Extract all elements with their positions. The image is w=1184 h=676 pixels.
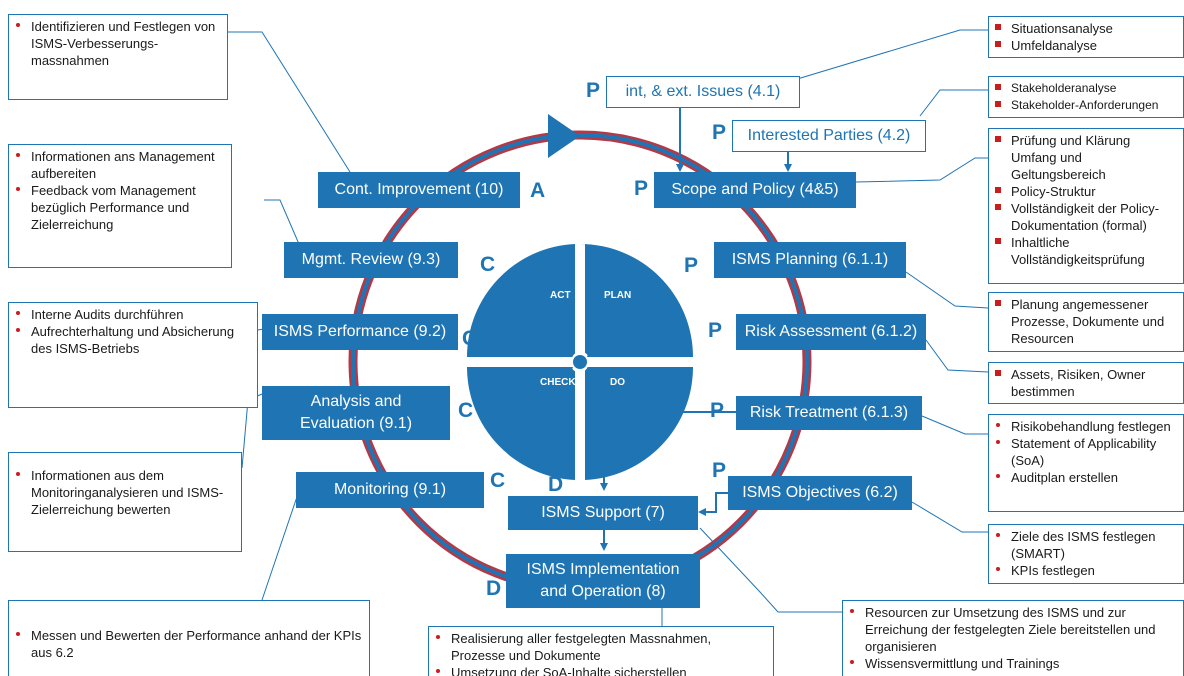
- cycle-arrowhead: [548, 114, 580, 158]
- note-monitoring: Messen und Bewerten der Performance anha…: [8, 600, 370, 676]
- note-performance: Interne Audits durchführen Aufrechterhal…: [8, 302, 258, 408]
- block-risk-treatment: Risk Treatment (6.1.3): [736, 396, 922, 430]
- phase-letter-support: D: [548, 473, 564, 496]
- note-item: Risikobehandlung festlegen: [993, 418, 1177, 435]
- note-item: Stakeholder-Anforderungen: [993, 97, 1177, 114]
- block-issues: int, & ext. Issues (4.1): [606, 76, 800, 108]
- block-improvement: Cont. Improvement (10): [318, 172, 520, 208]
- flow-arrows: [600, 108, 792, 551]
- block-performance: ISMS Performance (9.2): [262, 314, 458, 350]
- note-item: Policy-Struktur: [993, 183, 1177, 200]
- phase-letter-improvement: A: [530, 179, 546, 202]
- note-item: Interne Audits durchführen: [13, 306, 251, 323]
- note-item: Wissensvermittlung und Trainings: [847, 655, 1177, 672]
- note-item: Umfeldanalyse: [993, 37, 1177, 54]
- phase-letter-issues: P: [586, 79, 601, 102]
- note-support: Resourcen zur Umsetzung des ISMS und zur…: [842, 600, 1184, 676]
- note-improvement: Identifizieren und Festlegen von ISMS-Ve…: [8, 14, 228, 100]
- block-risk-assessment: Risk Assessment (6.1.2): [736, 314, 926, 350]
- note-scope: Prüfung und Klärung Umfang und Geltungsb…: [988, 128, 1184, 284]
- note-item: Identifizieren und Festlegen von ISMS-Ve…: [13, 18, 221, 69]
- block-implementation: ISMS Implementation and Operation (8): [506, 554, 700, 608]
- note-item: Auditplan erstellen: [993, 469, 1177, 486]
- note-item: Resourcen zur Umsetzung des ISMS und zur…: [847, 604, 1177, 655]
- note-issues: Situationsanalyse Umfeldanalyse: [988, 16, 1184, 58]
- phase-letter-performance: C: [462, 327, 478, 350]
- note-implementation: Realisierung aller festgelegten Massnahm…: [428, 626, 774, 676]
- phase-letter-risk-assessment: P: [708, 319, 723, 342]
- pdca-label-plan: PLAN: [604, 290, 632, 301]
- note-item: Ziele des ISMS festlegen (SMART): [993, 528, 1177, 562]
- note-item: Prüfung und Klärung Umfang und Geltungsb…: [993, 132, 1177, 183]
- block-planning: ISMS Planning (6.1.1): [714, 242, 906, 278]
- block-scope: Scope and Policy (4&5): [654, 172, 856, 208]
- pdca-disc: [466, 244, 694, 480]
- note-item: Planung angemessener Prozesse, Dokumente…: [993, 296, 1177, 347]
- note-item: Aufrechterhaltung und Absicherung des IS…: [13, 323, 251, 357]
- block-review: Mgmt. Review (9.3): [284, 242, 458, 278]
- pdca-label-check: CHECK: [540, 377, 576, 388]
- note-item: Inhaltliche Vollständigkeitsprüfung: [993, 234, 1177, 268]
- note-item: Assets, Risiken, Owner bestimmen: [993, 366, 1177, 400]
- phase-letter-scope: P: [634, 177, 649, 200]
- pdca-label-act: ACT: [550, 290, 571, 301]
- note-item: Informationen aus dem Monitoringanalysie…: [13, 467, 235, 518]
- note-item: KPIs festlegen: [993, 562, 1177, 579]
- phase-letter-implementation: D: [486, 577, 502, 600]
- note-review: Informationen ans Management aufbereiten…: [8, 144, 232, 268]
- phase-letter-parties: P: [712, 121, 727, 144]
- phase-letter-planning: P: [684, 254, 699, 277]
- note-item: Statement of Applicability (SoA): [993, 435, 1177, 469]
- phase-letter-analysis: C: [458, 399, 474, 422]
- note-objectives: Ziele des ISMS festlegen (SMART) KPIs fe…: [988, 524, 1184, 584]
- note-risk-treatment: Risikobehandlung festlegen Statement of …: [988, 414, 1184, 512]
- note-item: Umsetzung der SoA-Inhalte sicherstellen: [433, 664, 767, 676]
- note-analysis: Informationen aus dem Monitoringanalysie…: [8, 452, 242, 552]
- phase-letter-objectives: P: [712, 459, 727, 482]
- note-item: Realisierung aller festgelegten Massnahm…: [433, 630, 767, 664]
- note-item: Situationsanalyse: [993, 20, 1177, 37]
- phase-letter-risk-treatment: P: [710, 399, 725, 422]
- block-support: ISMS Support (7): [508, 496, 698, 530]
- block-monitoring: Monitoring (9.1): [296, 472, 484, 508]
- note-parties: Stakeholderanalyse Stakeholder-Anforderu…: [988, 76, 1184, 118]
- phase-letter-monitoring: C: [490, 469, 506, 492]
- block-parties: Interested Parties (4.2): [732, 120, 926, 152]
- note-item: Feedback vom Management bezüglich Perfor…: [13, 182, 225, 233]
- pdca-center-icon: [571, 351, 589, 373]
- note-item: Vollständigkeit der Policy-Dokumentation…: [993, 200, 1177, 234]
- note-risk-assessment: Assets, Risiken, Owner bestimmen: [988, 362, 1184, 404]
- phase-letter-review: C: [480, 253, 496, 276]
- block-analysis: Analysis and Evaluation (9.1): [262, 386, 450, 440]
- note-item: Messen und Bewerten der Performance anha…: [13, 627, 363, 661]
- note-item: Informationen ans Management aufbereiten: [13, 148, 225, 182]
- pdca-label-do: DO: [610, 377, 625, 388]
- note-item: Stakeholderanalyse: [993, 80, 1177, 97]
- note-planning: Planung angemessener Prozesse, Dokumente…: [988, 292, 1184, 352]
- block-objectives: ISMS Objectives (6.2): [728, 476, 912, 510]
